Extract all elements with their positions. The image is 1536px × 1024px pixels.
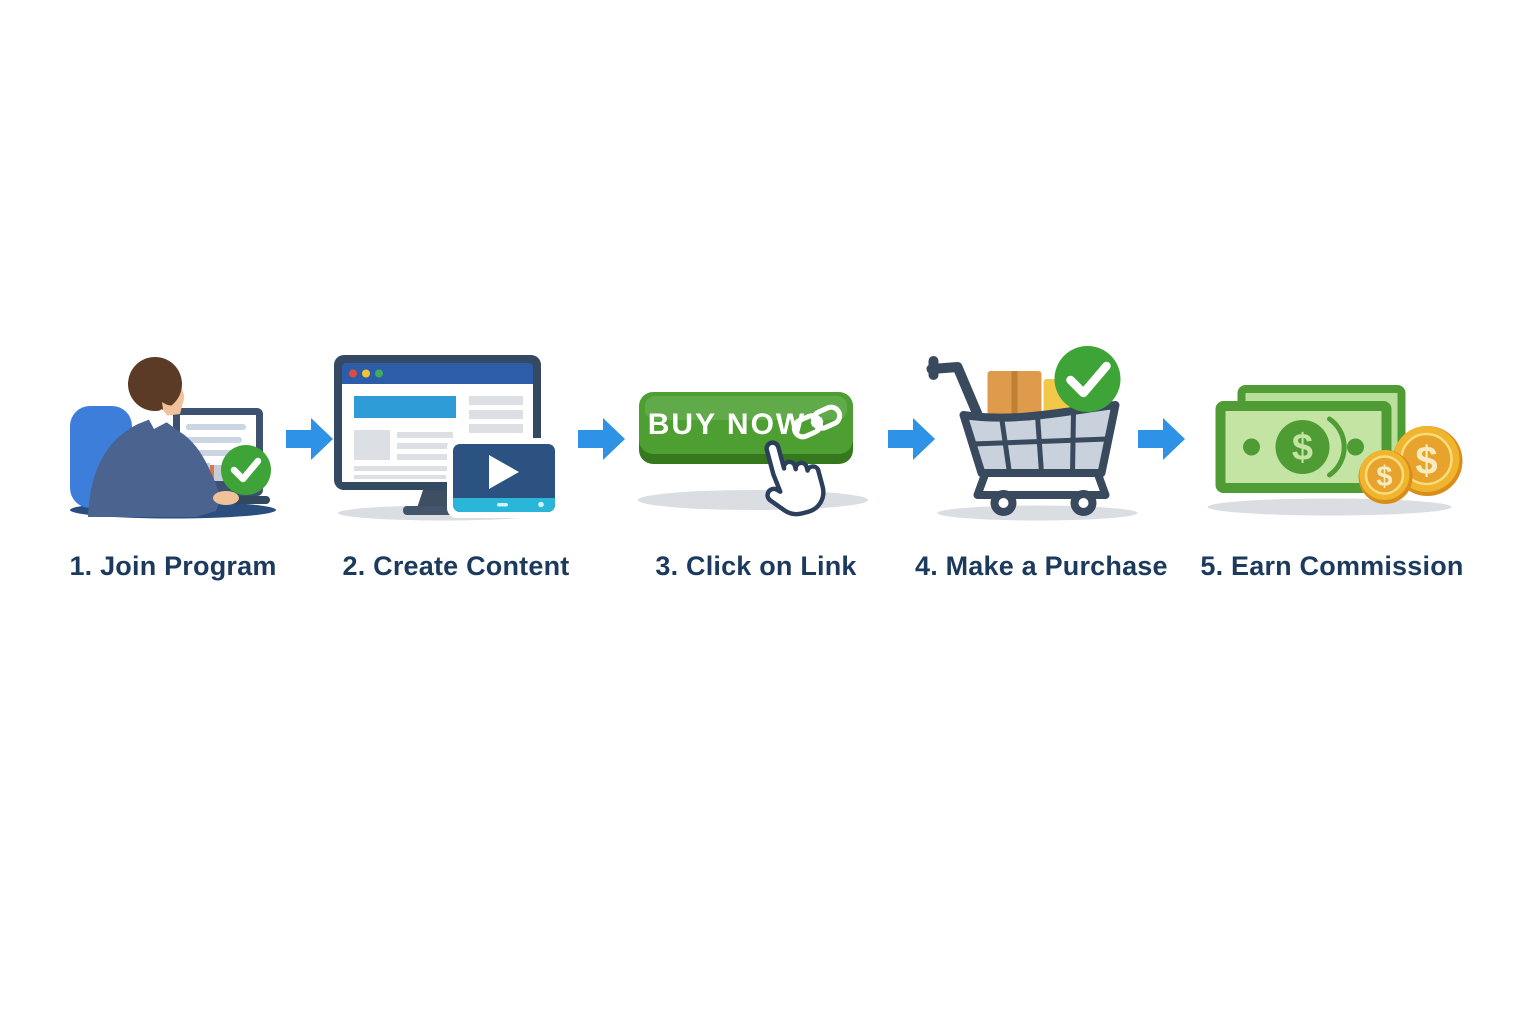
step-label: 3. Click on Link <box>655 551 857 581</box>
cursor-hand-icon <box>764 440 826 517</box>
checkmark-icon <box>1054 346 1121 412</box>
buy-now-label: BUY NOW <box>648 408 806 441</box>
hair <box>128 357 182 411</box>
cart-frame <box>926 356 1120 516</box>
shadow-ellipse <box>1207 498 1452 516</box>
step-make-purchase: 4. Make a Purchase <box>915 345 1168 600</box>
step-label: 4. Make a Purchase <box>915 551 1168 581</box>
link-icon <box>791 404 843 440</box>
person <box>88 357 239 517</box>
play-icon <box>489 455 519 489</box>
person-signup-laptop-icon <box>70 357 276 519</box>
flow-arrow-4 <box>1138 417 1186 461</box>
buy-now-button: BUY NOW <box>639 392 853 464</box>
dollar-icon: $ <box>1292 427 1313 469</box>
dollar-icon: $ <box>1415 439 1437 483</box>
buy-now-cursor-icon: BUY NOW <box>638 392 868 517</box>
checkmark-icon <box>221 445 271 495</box>
shadow-ellipse <box>638 490 868 510</box>
money-icon: $ $ $ <box>1207 385 1463 516</box>
arrow-right-icon <box>888 418 935 460</box>
banknotes-icon: $ <box>1215 385 1406 493</box>
arrow-right-icon <box>578 418 625 460</box>
window-dot-yellow <box>362 369 370 378</box>
step-label: 1. Join Program <box>69 551 277 581</box>
step-create-content: 2. Create Content <box>330 345 582 600</box>
coins-icon: $ $ <box>1358 426 1463 504</box>
step-label: 2. Create Content <box>342 551 570 581</box>
flow-arrow-3 <box>888 417 936 461</box>
arrow-right-icon <box>286 418 333 460</box>
step-join-program: 1. Join Program <box>57 345 289 600</box>
monitor-video-icon <box>334 355 561 521</box>
shopping-cart-icon <box>926 346 1138 521</box>
hand <box>213 491 239 505</box>
webpage-banner <box>354 396 456 418</box>
step-earn-commission: $ $ $ 5. Earn Commission <box>1198 345 1466 600</box>
video-player-icon <box>447 438 561 518</box>
step-click-link: BUY NOW 3. Click on Link <box>630 345 882 600</box>
flow-arrow-2 <box>578 417 626 461</box>
arrow-right-icon <box>1138 418 1185 460</box>
dollar-icon: $ <box>1376 461 1392 493</box>
shirt-collar <box>148 409 171 429</box>
flow-arrow-1 <box>286 417 334 461</box>
shadow-ellipse <box>937 505 1138 521</box>
window-dot-red <box>349 369 357 378</box>
window-dot-green <box>375 369 383 378</box>
step-label: 5. Earn Commission <box>1200 551 1464 581</box>
